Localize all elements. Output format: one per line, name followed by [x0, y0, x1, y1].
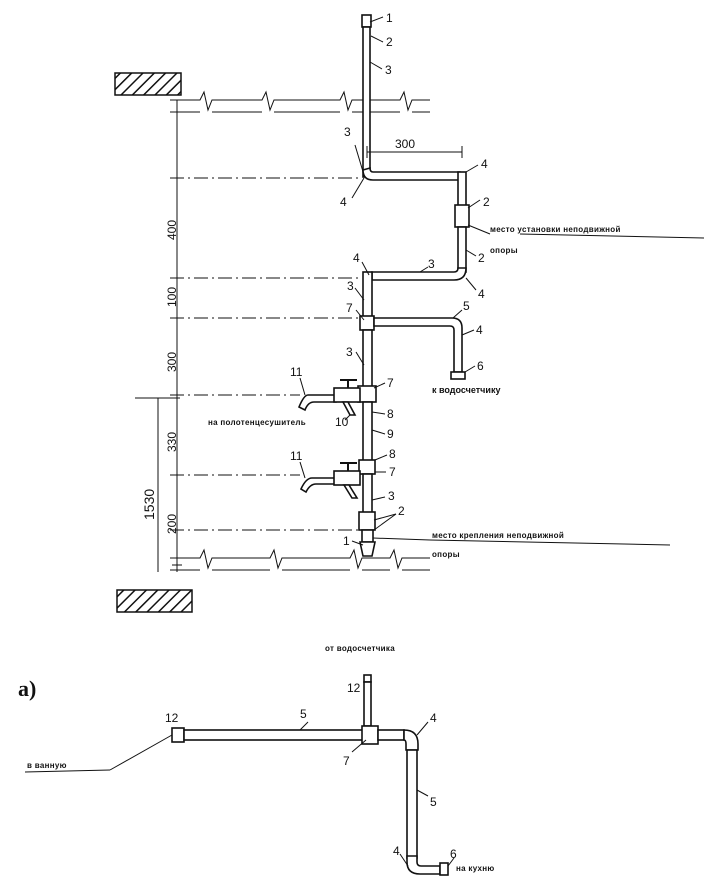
callout-11-a: 11: [290, 365, 303, 379]
dimension-300-top-label: 300: [395, 137, 415, 151]
callout-4-e: 4: [476, 323, 483, 337]
riser-callouts: 1 2 3 3 4 4 2 2 4 3 4 3 7 5 4 6 3 11 7 1…: [290, 11, 490, 548]
callout-3-a: 3: [344, 125, 351, 139]
plan-leaders: [24, 721, 455, 867]
dimension-400-label: 400: [165, 220, 179, 240]
figure-label: а): [18, 676, 36, 701]
note-fixed-support-1-line2: опоры: [490, 246, 518, 255]
callout-2-d: 2: [398, 504, 405, 518]
callout-3-top: 3: [385, 63, 392, 77]
leader-lines: [299, 16, 704, 546]
callout-11-b: 11: [290, 449, 303, 463]
callout-1-bottom: 1: [343, 534, 350, 548]
note-to-meter: к водосчетчику: [432, 385, 500, 395]
wall-block-bottom: [116, 589, 193, 613]
callout-5-vertical: 5: [430, 795, 437, 809]
tap-lower: [299, 462, 361, 499]
callout-4-plan: 4: [430, 711, 437, 725]
tap-upper: [297, 379, 361, 416]
callout-5-horizontal: 5: [300, 707, 307, 721]
dimension-200-label: 200: [165, 514, 179, 534]
note-towel-dryer: на полотенцесушитель: [208, 418, 306, 427]
callout-8-a: 8: [387, 407, 394, 421]
dimension-300-label: 300: [165, 352, 179, 372]
callout-4-bottom: 4: [393, 844, 400, 858]
callout-10-a: 10: [335, 415, 349, 429]
callout-3-c: 3: [347, 279, 354, 293]
riser-dimensions: 300 400 100 300 330 200 1530: [141, 137, 415, 534]
dimension-330-label: 330: [165, 432, 179, 452]
callout-12-top: 12: [347, 681, 361, 695]
note-to-bathroom: в ванную: [27, 761, 67, 770]
floor-slab-bottom: [170, 548, 430, 571]
callout-3-b: 3: [428, 257, 435, 271]
callout-6-plan: 6: [450, 847, 457, 861]
note-from-meter: от водосчетчика: [325, 644, 395, 653]
callout-7-plan: 7: [343, 754, 350, 768]
callout-2-top: 2: [386, 35, 393, 49]
wall-block-top: [114, 72, 182, 96]
callout-4-d: 4: [478, 287, 485, 301]
note-fixed-support-2-line2: опоры: [432, 550, 460, 559]
note-to-kitchen: на кухню: [456, 864, 495, 873]
callout-4-b: 4: [481, 157, 488, 171]
callout-9-a: 9: [387, 427, 394, 441]
callout-3-e: 3: [388, 489, 395, 503]
callout-2-c: 2: [478, 251, 485, 265]
riser-elevation: 1 2 3 3 4 4 2 2 4 3 4 3 7 5 4 6 3 11 7 1…: [114, 11, 704, 613]
level-lines: [170, 177, 360, 531]
callout-7-c: 7: [389, 465, 396, 479]
callout-4-c: 4: [353, 251, 360, 265]
callout-3-d: 3: [346, 345, 353, 359]
callout-7-a: 7: [346, 301, 353, 315]
plug-top: [363, 674, 372, 683]
callout-12-left: 12: [165, 711, 179, 725]
riser-pipe: [357, 14, 470, 557]
callout-2-b: 2: [483, 195, 490, 209]
riser-notes: место установки неподвижной опоры к водо…: [208, 225, 621, 559]
plan-view: 12 5 12 7 4 5 4 6 от водосчетчика в ванн…: [24, 644, 495, 876]
note-fixed-support-1-line1: место установки неподвижной: [490, 225, 621, 234]
plug-left: [171, 727, 185, 743]
callout-6-a: 6: [477, 359, 484, 373]
callout-8-b: 8: [389, 447, 396, 461]
callout-7-b: 7: [387, 376, 394, 390]
callout-5-a: 5: [463, 299, 470, 313]
callout-4-a: 4: [340, 195, 347, 209]
callout-1-top: 1: [386, 11, 393, 25]
note-fixed-support-2-line1: место крепления неподвижной: [432, 531, 564, 540]
dimension-1530-label: 1530: [141, 489, 157, 520]
dimension-100-label: 100: [165, 287, 179, 307]
floor-slab-top: [170, 90, 430, 113]
plug-bottom: [439, 862, 449, 876]
dimension-300-top: [366, 146, 463, 158]
